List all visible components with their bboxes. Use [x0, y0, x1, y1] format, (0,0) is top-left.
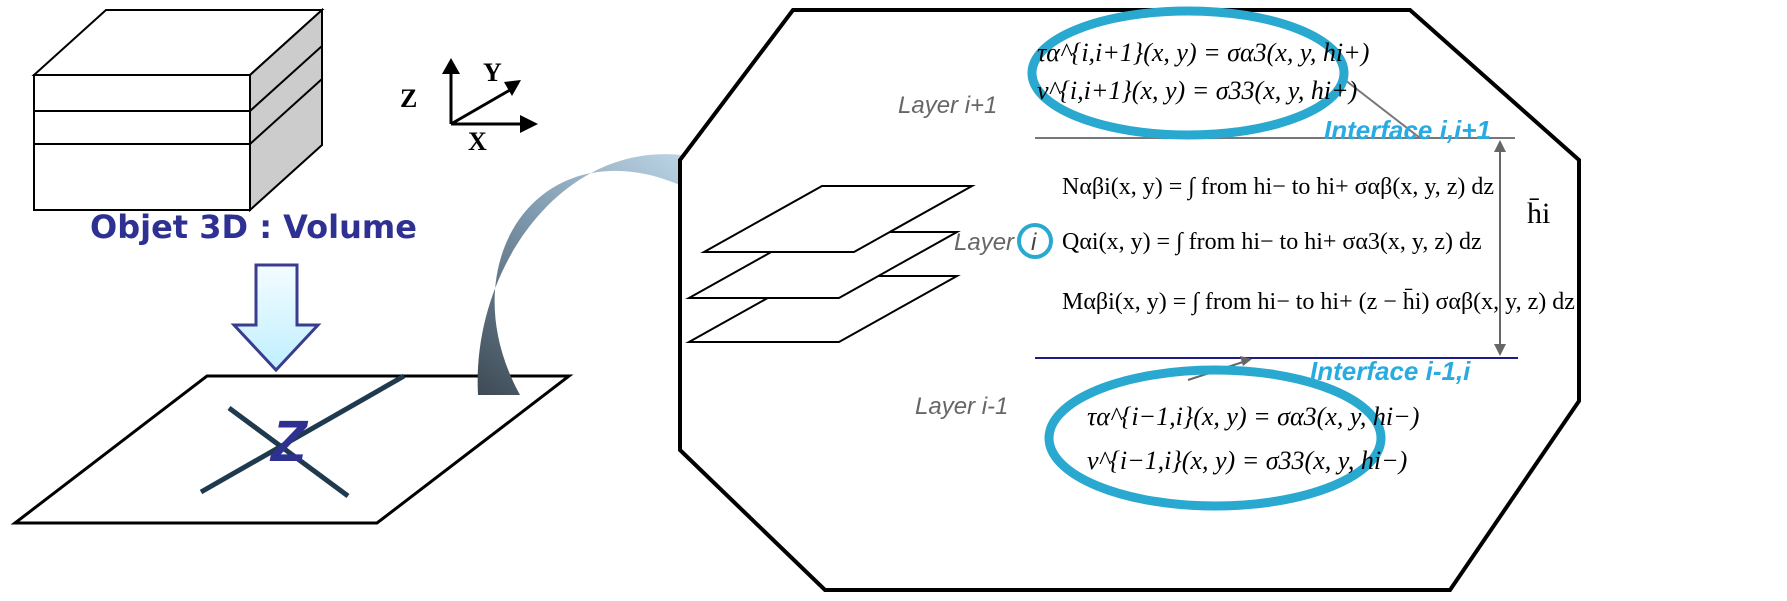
- volume-title: Objet 3D : Volume: [90, 208, 417, 246]
- plate-shape: [10, 374, 574, 525]
- detail-panel: [678, 8, 1581, 592]
- plate-cross: [199, 373, 406, 499]
- axis-label-x: X: [468, 127, 487, 156]
- layer-label-upper: Layer i+1: [898, 92, 998, 119]
- layer-label-middle: Layer: [954, 229, 1015, 256]
- equation-Q: Qαi(x, y) = ∫ from hi− to hi+ σα3(x, y, …: [1062, 229, 1482, 255]
- volume-block: [31, 7, 325, 213]
- bottom-equation-nu: ν^{i−1,i}(x, y) = σ33(x, y, hi−): [1087, 446, 1408, 475]
- equation-N: Nαβi(x, y) = ∫ from hi− to hi+ σαβ(x, y,…: [1062, 174, 1495, 200]
- thickness-label: h̄i: [1527, 197, 1551, 230]
- block-front-face: [33, 74, 251, 211]
- layer-stack-icon: [685, 185, 976, 343]
- stack-plate-bottom: [685, 275, 961, 343]
- plate-label: Z: [271, 409, 307, 474]
- equation-M: Mαβi(x, y) = ∫ from hi− to hi+ (z − h̄i)…: [1062, 289, 1575, 315]
- highlight-circle-layer-i: [1017, 223, 1053, 259]
- layer-label-lower: Layer i-1: [915, 393, 1009, 420]
- stack-plate-middle: [685, 231, 961, 299]
- pointer-line-upper: [1344, 79, 1421, 139]
- bottom-equation-tau: τα^{i−1,i}(x, y) = σα3(x, y, hi−): [1087, 402, 1420, 431]
- axis-label-y: Y: [483, 58, 502, 87]
- axis-label-z: Z: [400, 84, 418, 113]
- highlight-ellipse-bottom: [1044, 365, 1386, 511]
- down-arrow-icon: [230, 263, 322, 373]
- stack-plate-top: [700, 185, 976, 253]
- top-equation-nu: ν^{i,i+1}(x, y) = σ33(x, y, hi+): [1037, 76, 1358, 105]
- thickness-arrow-icon: [1494, 140, 1506, 356]
- interface-label-upper: Interface i,i+1: [1324, 115, 1491, 145]
- interface-label-lower: Interface i-1,i: [1310, 356, 1471, 386]
- highlight-ellipse-top: [1027, 6, 1349, 140]
- top-equation-tau: τα^{i,i+1}(x, y) = σα3(x, y, hi+): [1037, 38, 1370, 67]
- axes-icon: [442, 58, 538, 133]
- layer-index-i: i: [1031, 229, 1037, 256]
